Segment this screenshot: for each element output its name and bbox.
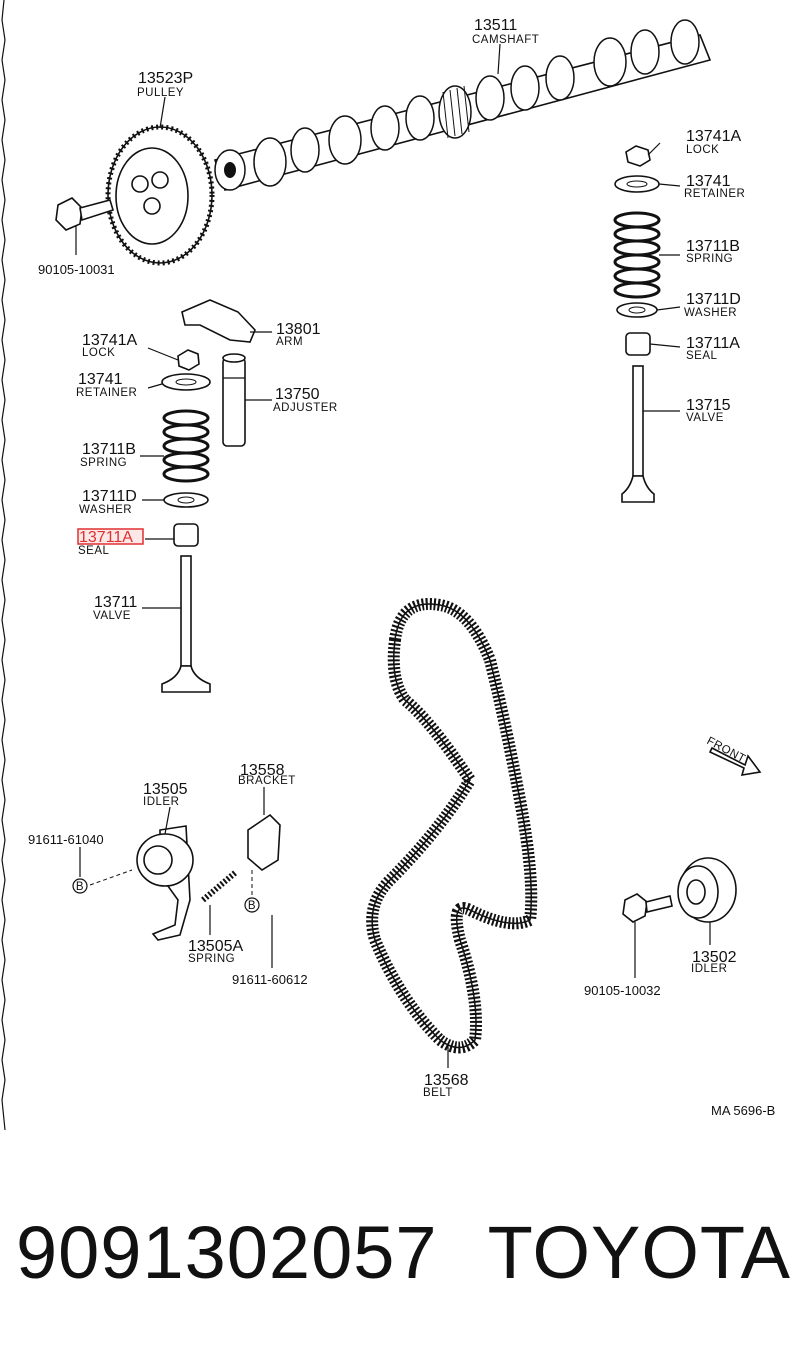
diagram-code: MA 5696-B <box>711 1103 775 1118</box>
callout-idler-right: 13502 IDLER <box>691 949 737 975</box>
svg-text:IDLER: IDLER <box>691 963 727 975</box>
svg-text:PULLEY: PULLEY <box>137 87 184 99</box>
svg-text:ARM: ARM <box>276 336 303 348</box>
svg-text:13711A: 13711A <box>79 529 133 546</box>
svg-text:13502: 13502 <box>692 949 737 966</box>
pulley-drawing <box>105 124 215 266</box>
callout-idler-right-bolt: 90105-10032 <box>584 983 661 998</box>
svg-text:VALVE: VALVE <box>93 610 131 622</box>
callout-retainer-left: 13741 RETAINER <box>76 371 137 399</box>
callout-spring-right: 13711B SPRING <box>686 238 740 265</box>
callout-idler-left: 13505 IDLER <box>143 781 188 808</box>
svg-text:13523P: 13523P <box>138 70 193 87</box>
svg-text:13741A: 13741A <box>82 332 137 349</box>
marker-b-left: B <box>72 878 88 894</box>
svg-text:SPRING: SPRING <box>686 253 733 265</box>
svg-text:13711A: 13711A <box>686 335 740 352</box>
svg-text:13741A: 13741A <box>686 128 741 145</box>
camshaft-drawing <box>213 19 712 191</box>
left-idler-drawing <box>89 825 194 941</box>
svg-text:WASHER: WASHER <box>79 504 132 516</box>
leader-lines <box>79 43 711 1068</box>
callout-arm: 13801 ARM <box>276 321 321 348</box>
svg-text:SEAL: SEAL <box>78 545 110 557</box>
callout-washer-left: 13711D WASHER <box>79 488 137 516</box>
svg-text:SEAL: SEAL <box>686 350 718 362</box>
footer: 9091302057 TOYOTA <box>16 1210 791 1300</box>
brand-name: TOYOTA <box>487 1211 791 1294</box>
callout-lock-right: 13741A LOCK <box>686 128 741 156</box>
callout-retainer-right: 13741 RETAINER <box>684 173 745 200</box>
svg-text:13505A: 13505A <box>188 938 243 955</box>
highlight-box <box>77 528 144 545</box>
svg-text:BELT: BELT <box>423 1087 453 1099</box>
callout-lock-left: 13741A LOCK <box>82 332 137 359</box>
svg-text:13741: 13741 <box>686 173 731 190</box>
arm-adjuster-drawing <box>181 299 256 447</box>
svg-text:13711B: 13711B <box>82 441 136 458</box>
svg-text:13715: 13715 <box>686 397 731 414</box>
callout-bracket-bolt: 91611-60612 <box>232 972 308 987</box>
callout-adjuster: 13750 ADJUSTER <box>273 386 338 414</box>
svg-text:91611-60612: 91611-60612 <box>232 972 308 987</box>
callout-washer-right: 13711D WASHER <box>684 291 741 319</box>
svg-text:VALVE: VALVE <box>686 412 724 424</box>
callout-valve-left: 13711 VALVE <box>93 594 137 622</box>
callout-bracket: 13558 BRACKET <box>238 762 296 787</box>
svg-text:13801: 13801 <box>276 321 321 338</box>
svg-text:13505: 13505 <box>143 781 188 798</box>
svg-text:WASHER: WASHER <box>684 307 737 319</box>
svg-text:SPRING: SPRING <box>188 953 235 965</box>
svg-text:LOCK: LOCK <box>82 347 115 359</box>
left-valve-assembly-drawing <box>161 349 211 693</box>
callout-pulley: 13523P PULLEY <box>137 70 193 99</box>
svg-text:B: B <box>76 881 84 893</box>
svg-text:13511: 13511 <box>474 17 517 34</box>
callout-pulley-bolt: 90105-10031 <box>38 262 115 277</box>
callout-idler-bolt: 91611-61040 <box>28 832 104 847</box>
svg-text:91611-61040: 91611-61040 <box>28 832 104 847</box>
svg-text:B: B <box>248 900 256 912</box>
svg-text:RETAINER: RETAINER <box>684 188 745 200</box>
bracket-spring-drawing <box>201 813 281 903</box>
svg-text:RETAINER: RETAINER <box>76 387 137 399</box>
svg-text:ADJUSTER: ADJUSTER <box>273 402 338 414</box>
svg-text:90105-10031: 90105-10031 <box>38 262 115 277</box>
marker-b-right: B <box>244 897 260 913</box>
callout-seal-right: 13711A SEAL <box>686 335 740 362</box>
svg-text:IDLER: IDLER <box>143 796 179 808</box>
callout-idler-spring: 13505A SPRING <box>188 938 243 965</box>
front-arrow-icon: FRONT <box>705 735 762 776</box>
callout-belt: 13568 BELT <box>423 1072 469 1099</box>
svg-text:BRACKET: BRACKET <box>238 775 296 787</box>
part-number: 9091302057 <box>16 1211 438 1294</box>
svg-text:13558: 13558 <box>240 762 285 779</box>
svg-text:90105-10032: 90105-10032 <box>584 983 661 998</box>
svg-text:13750: 13750 <box>275 386 320 403</box>
svg-text:13711: 13711 <box>94 594 137 611</box>
svg-text:13711D: 13711D <box>82 488 137 505</box>
callout-seal-left: 13711A SEAL <box>77 528 144 557</box>
callout-spring-left: 13711B SPRING <box>80 441 136 469</box>
callout-valve-right: 13715 VALVE <box>686 397 731 424</box>
svg-text:SPRING: SPRING <box>80 457 127 469</box>
pulley-bolt-drawing <box>55 197 114 255</box>
svg-text:13711D: 13711D <box>686 291 741 308</box>
svg-text:13568: 13568 <box>424 1072 469 1089</box>
svg-text:LOCK: LOCK <box>686 144 719 156</box>
svg-text:CAMSHAFT: CAMSHAFT <box>472 34 539 46</box>
timing-belt-drawing <box>366 598 538 1054</box>
svg-text:13711B: 13711B <box>686 238 740 255</box>
svg-text:13741: 13741 <box>78 371 123 388</box>
page-border <box>1 0 6 1131</box>
right-valve-assembly-drawing <box>613 145 661 503</box>
callout-camshaft: 13511 CAMSHAFT <box>472 17 539 46</box>
right-idler-drawing <box>622 857 737 923</box>
